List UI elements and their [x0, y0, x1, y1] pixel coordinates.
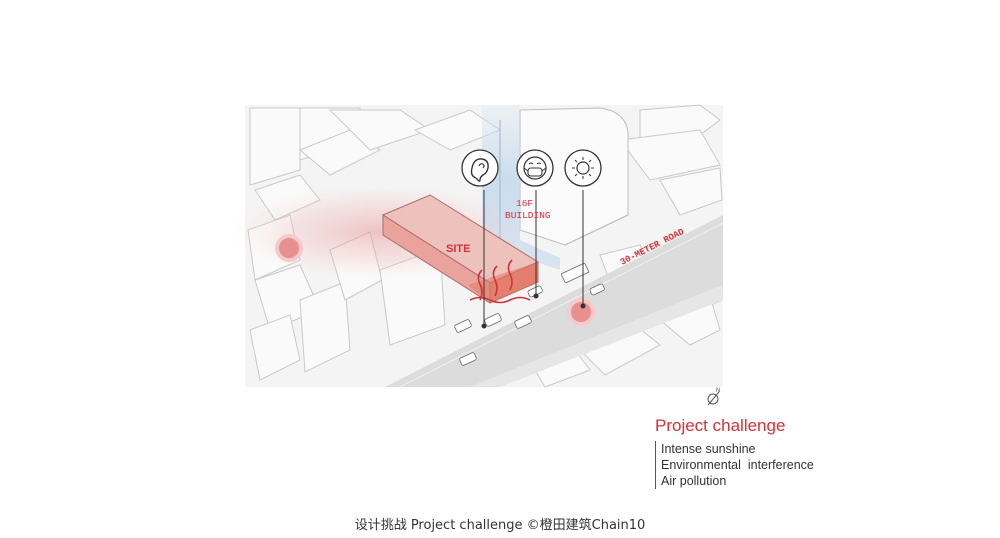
svg-text:N: N — [716, 388, 720, 394]
figure-caption: 设计挑战 Project challenge ©橙田建筑Chain10 — [354, 518, 646, 533]
road-30m — [385, 215, 724, 388]
masked-face-icon — [516, 149, 554, 187]
north-arrow-icon: N — [707, 388, 720, 406]
legend-item: Air pollution — [661, 474, 727, 488]
legend-list: Intense sunshine Environmental interfere… — [655, 441, 814, 489]
cars — [454, 262, 605, 366]
legend-item: Environmental interference — [661, 458, 814, 472]
leader-dot-sun — [580, 303, 586, 309]
site-label: SITE — [446, 243, 470, 255]
ear-icon — [461, 149, 499, 187]
leader-dot-mask — [533, 293, 539, 299]
leader-lines — [483, 190, 584, 326]
legend-item: Intense sunshine — [661, 442, 756, 456]
sun-icon — [564, 149, 602, 187]
noise-sources — [275, 234, 595, 326]
legend-title: Project challenge — [655, 416, 786, 435]
interference-arrows — [469, 259, 531, 304]
building-label-line2: BUILDING — [505, 210, 551, 221]
site-block — [381, 194, 540, 304]
leader-dot-ear — [481, 323, 487, 329]
building-label-line1: 16F — [516, 198, 533, 209]
